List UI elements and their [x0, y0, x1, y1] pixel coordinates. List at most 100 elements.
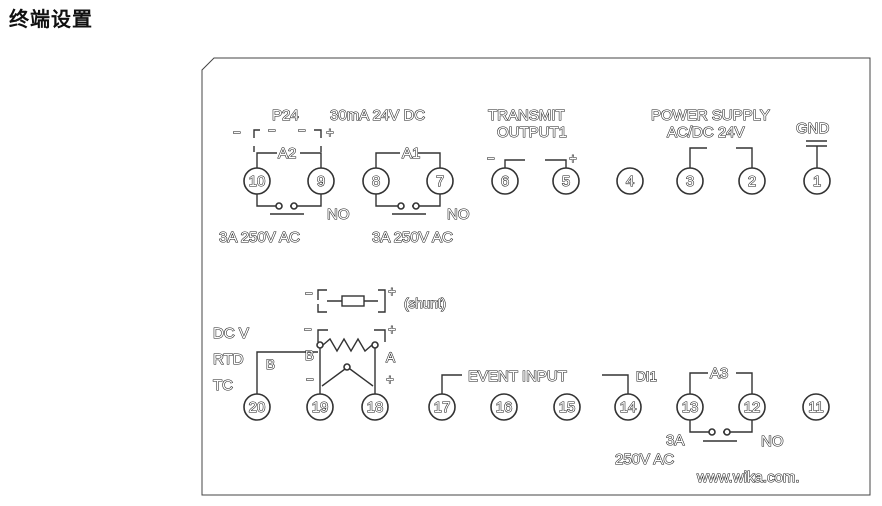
svg-text:10: 10 — [249, 173, 266, 190]
shunt-left-bracket — [317, 289, 327, 313]
terminal-18: 18 — [361, 393, 389, 421]
rtd-leads — [319, 348, 376, 394]
terminal-11: 11 — [802, 393, 830, 421]
svg-text:2: 2 — [748, 173, 756, 190]
a3-rating-line2: 250V AC — [615, 451, 674, 468]
shunt-resistor — [341, 295, 365, 307]
terminal-14: 14 — [614, 393, 642, 421]
tc-junction — [343, 363, 351, 371]
panel-frame — [201, 57, 871, 496]
terminal-16: 16 — [490, 393, 518, 421]
a2-no-label: NO — [327, 206, 350, 223]
dcv-minus: − — [304, 322, 312, 337]
transmit-minus: − — [487, 151, 495, 166]
terminal-7: 7 — [426, 167, 454, 195]
page-title: 终端设置 — [9, 7, 93, 31]
svg-text:12: 12 — [744, 399, 761, 416]
rtd-label: RTD — [213, 351, 244, 368]
shunt-right-bracket — [378, 289, 386, 313]
a1-contact-1 — [397, 202, 405, 210]
tc-wires — [321, 368, 374, 387]
gnd-label: GND — [796, 120, 830, 137]
p24-bracket-right — [314, 129, 322, 138]
terminal-4: 4 — [616, 167, 644, 195]
terminal-17: 17 — [428, 393, 456, 421]
a3-contact-1 — [708, 428, 716, 436]
a1-rating-label: 3A 250V AC — [372, 229, 453, 246]
a3-no-label: NO — [761, 433, 784, 450]
terminal-3: 3 — [676, 167, 704, 195]
transmit-label-line2: OUTPUT1 — [497, 124, 567, 141]
di1-label: DI1 — [636, 369, 657, 384]
p24-minus-3: − — [298, 123, 306, 138]
terminal-6: 6 — [491, 167, 519, 195]
terminal-20: 20 — [243, 393, 271, 421]
b-left-label: B — [266, 357, 275, 372]
terminal-2: 2 — [738, 167, 766, 195]
terminal-19: 19 — [306, 393, 334, 421]
svg-text:4: 4 — [626, 173, 634, 190]
dcv-plus: + — [388, 322, 396, 337]
tc-label: TC — [213, 377, 233, 394]
a3-label: A3 — [710, 365, 728, 382]
svg-text:18: 18 — [367, 399, 384, 416]
p24-ticks — [253, 146, 322, 152]
terminal-1: 1 — [803, 167, 831, 195]
svg-text:3: 3 — [686, 173, 694, 190]
svg-text:20: 20 — [249, 399, 266, 416]
a2-contact-2 — [290, 202, 298, 210]
a3-bottom-lines — [689, 419, 753, 433]
power-supply-bracket — [689, 147, 753, 168]
p24-plus: + — [326, 125, 334, 140]
terminal-8: 8 — [362, 167, 390, 195]
tc-minus: − — [306, 372, 314, 387]
shunt-minus: − — [305, 286, 313, 301]
a1-no-label: NO — [447, 206, 470, 223]
svg-text:8: 8 — [372, 173, 380, 190]
p24-bracket-left — [253, 129, 260, 138]
p24-minus-2: − — [268, 123, 276, 138]
power-supply-label-line2: AC/DC 24V — [667, 124, 745, 141]
svg-text:5: 5 — [562, 173, 570, 190]
a2-bottom-lines — [256, 194, 322, 207]
shunt-label: (shunt) — [404, 296, 446, 311]
a3-rating-line1: 3A — [666, 432, 684, 449]
a3-top-bracket — [689, 372, 753, 394]
rtd-node-left — [316, 341, 324, 349]
dcv-label: DC V — [213, 325, 249, 342]
svg-text:19: 19 — [312, 399, 329, 416]
svg-text:11: 11 — [808, 399, 824, 416]
a2-label: A2 — [278, 145, 296, 162]
dcv-brackets — [317, 329, 386, 342]
a1-bottom-lines — [375, 194, 441, 207]
transmit-label-line1: TRANSMIT — [488, 107, 565, 124]
transmit-minus-bracket — [504, 159, 525, 168]
website-label: www.wika.com. — [696, 469, 800, 486]
p24-rating-label: 30mA 24V DC — [330, 107, 425, 124]
terminal-13: 13 — [676, 393, 704, 421]
p24-label: P24 — [272, 107, 299, 124]
svg-text:13: 13 — [682, 399, 699, 416]
terminal-9: 9 — [307, 167, 335, 195]
shunt-plus: + — [388, 284, 396, 299]
svg-text:15: 15 — [559, 399, 576, 416]
tc-plus: + — [386, 372, 394, 387]
transmit-plus: + — [569, 151, 577, 166]
terminal-5: 5 — [552, 167, 580, 195]
p24-minus: − — [233, 125, 241, 140]
event-input-bracket — [441, 374, 629, 394]
svg-text:7: 7 — [436, 173, 444, 190]
rtd-resistor — [322, 337, 373, 353]
transmit-plus-bracket — [545, 159, 567, 168]
svg-text:17: 17 — [434, 399, 451, 416]
svg-text:14: 14 — [620, 399, 637, 416]
a2-rating-label: 3A 250V AC — [219, 229, 300, 246]
a1-contact-2 — [412, 202, 420, 210]
b-mid-label: B — [305, 348, 314, 363]
a1-top-bracket — [375, 152, 441, 170]
rtd-b-wire — [256, 351, 318, 394]
a-mid-label: A — [386, 350, 395, 365]
svg-text:1: 1 — [813, 173, 821, 190]
event-input-label: EVENT INPUT — [468, 368, 567, 385]
